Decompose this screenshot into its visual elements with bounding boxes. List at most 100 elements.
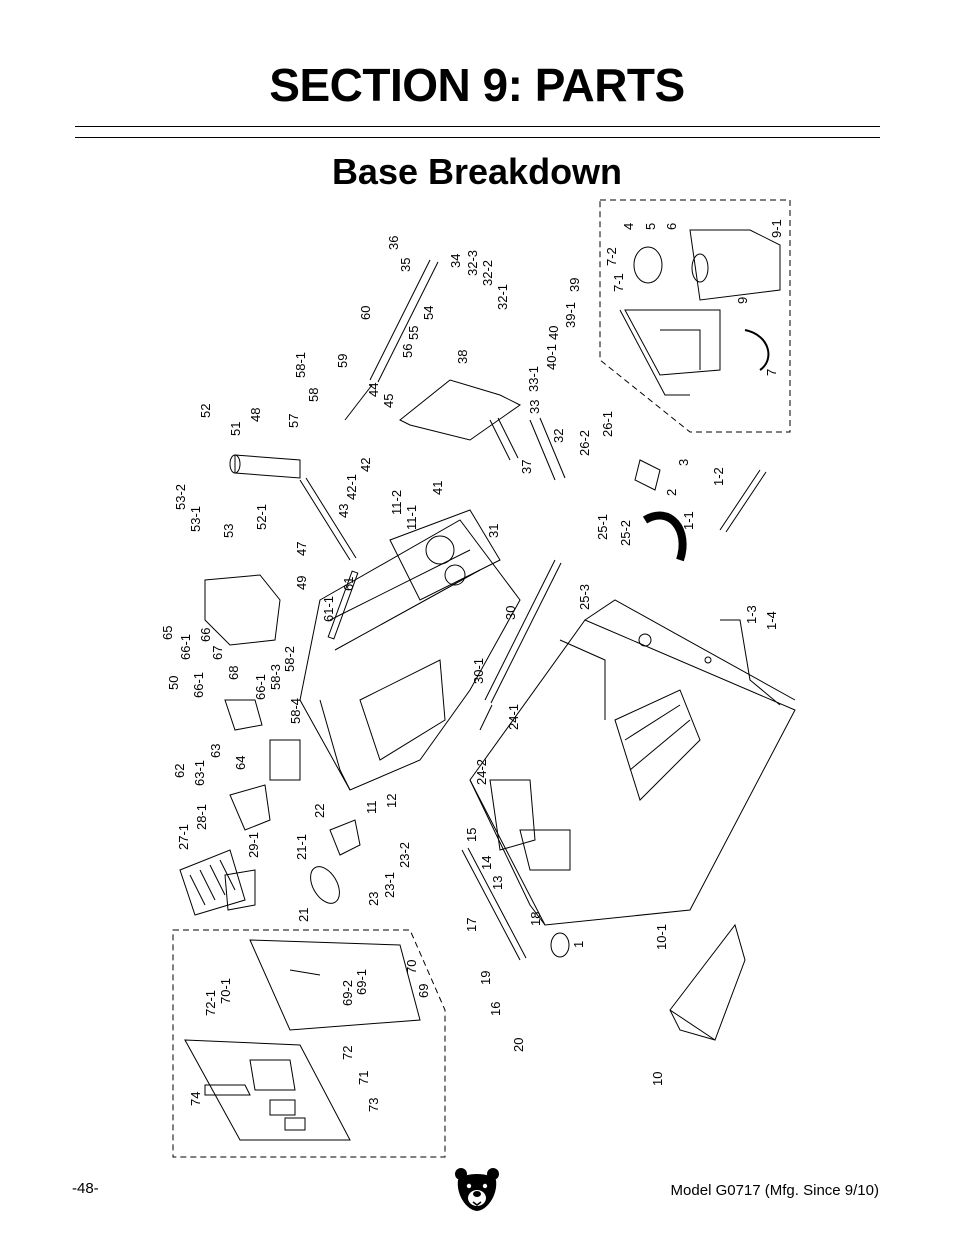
callout: 6 xyxy=(664,223,679,230)
callout: 63 xyxy=(208,744,223,758)
callout: 26-1 xyxy=(600,411,615,437)
callout: 44 xyxy=(366,383,381,397)
callout: 52 xyxy=(198,404,213,418)
callout: 11 xyxy=(364,801,379,815)
callout: 69-2 xyxy=(340,980,355,1006)
callout: 11-1 xyxy=(404,505,419,530)
callout: 61-1 xyxy=(321,596,336,622)
callout: 1-3 xyxy=(744,605,759,624)
callout: 56 xyxy=(400,344,415,358)
callout: 73 xyxy=(366,1098,381,1112)
callout: 51 xyxy=(228,422,243,436)
callout: 30 xyxy=(503,606,518,620)
callout: 10 xyxy=(650,1072,665,1086)
callout: 53-1 xyxy=(188,506,203,532)
callout: 61 xyxy=(341,577,356,591)
model-text: Model G0717 (Mfg. Since 9/10) xyxy=(670,1182,879,1199)
callout: 40-1 xyxy=(544,344,559,370)
callout: 32-2 xyxy=(480,260,495,286)
callout: 41 xyxy=(430,481,445,495)
callout: 68 xyxy=(226,666,241,680)
callout: 27-1 xyxy=(176,824,191,850)
callout: 15 xyxy=(464,828,479,842)
callout: 70-1 xyxy=(218,978,233,1004)
callout: 49 xyxy=(294,576,309,590)
callout: 58 xyxy=(306,388,321,402)
callout: 58-4 xyxy=(288,698,303,724)
return-spring xyxy=(369,259,439,383)
callout: 18 xyxy=(528,912,543,926)
callout: 53 xyxy=(221,524,236,538)
callout: 25-1 xyxy=(595,514,610,540)
callout: 7-2 xyxy=(604,247,619,266)
sub-title: Base Breakdown xyxy=(331,151,623,192)
bottom-rule xyxy=(75,137,880,138)
callout: 40 xyxy=(546,326,561,340)
grizzly-bear-head-icon xyxy=(455,1168,499,1211)
clamp-block xyxy=(204,574,281,646)
callout: 1-4 xyxy=(764,611,779,630)
callout: 66-1 xyxy=(253,674,268,700)
callout: 39 xyxy=(567,278,582,292)
callout: 59 xyxy=(335,354,350,368)
callout: 58-2 xyxy=(282,646,297,672)
callout: 33-1 xyxy=(526,366,541,392)
callout: 72-1 xyxy=(203,990,218,1016)
callout: 66-1 xyxy=(178,634,193,660)
callout: 45 xyxy=(381,394,396,408)
callout: 1-2 xyxy=(711,467,726,486)
inset-box-electrical xyxy=(172,929,446,1158)
control-box xyxy=(184,1039,351,1141)
callout: 65 xyxy=(160,626,175,640)
callout: 66 xyxy=(198,628,213,642)
callout: 11-2 xyxy=(389,490,404,515)
callout: 19 xyxy=(478,971,493,985)
inset-box-motor xyxy=(599,199,791,433)
base-cabinet xyxy=(469,619,796,926)
callout: 39-1 xyxy=(563,302,578,328)
callout: 50 xyxy=(166,676,181,690)
callout: 32-1 xyxy=(495,284,510,310)
section-title: SECTION 9: PARTS xyxy=(269,59,685,111)
callout: 43 xyxy=(336,504,351,518)
callout: 60 xyxy=(358,306,373,320)
callout: 63-1 xyxy=(192,760,207,786)
callout: 31 xyxy=(486,524,501,538)
callout: 30-1 xyxy=(471,658,486,684)
callout: 9-1 xyxy=(769,219,784,238)
callout: 74 xyxy=(188,1092,203,1106)
callout: 48 xyxy=(248,408,263,422)
top-rule xyxy=(75,126,880,127)
callout: 20 xyxy=(511,1038,526,1052)
callout: 58-1 xyxy=(293,352,308,378)
callout: 10-1 xyxy=(654,924,669,950)
callout: 1-1 xyxy=(681,511,696,530)
callout: 38 xyxy=(455,350,470,364)
callout: 71 xyxy=(356,1071,371,1085)
callout: 24-2 xyxy=(474,759,489,785)
callout: 58-3 xyxy=(268,664,283,690)
callout: 25-2 xyxy=(618,520,633,546)
callout: 72 xyxy=(340,1046,355,1060)
callout: 32-3 xyxy=(465,250,480,276)
saddle-body xyxy=(299,519,521,791)
callout: 2 xyxy=(664,489,679,496)
callout: 67 xyxy=(210,646,225,660)
callout: 47 xyxy=(294,542,309,556)
callout: 7 xyxy=(764,369,779,376)
callout: 25-3 xyxy=(577,584,592,610)
callout: 4 xyxy=(621,223,636,230)
callout: 29-1 xyxy=(246,832,261,858)
callout: 35 xyxy=(398,258,413,272)
callout: 34 xyxy=(448,254,463,268)
callout: 64 xyxy=(233,756,248,770)
callout: 9 xyxy=(735,297,750,304)
callout: 57 xyxy=(286,414,301,428)
callout: 62 xyxy=(172,764,187,778)
callout: 28-1 xyxy=(194,804,209,830)
callout: 23-2 xyxy=(397,842,412,868)
callout: 24-1 xyxy=(506,704,521,730)
callout: 37 xyxy=(519,460,534,474)
page-number: -48- xyxy=(72,1180,99,1197)
callout: 52-1 xyxy=(254,504,269,530)
